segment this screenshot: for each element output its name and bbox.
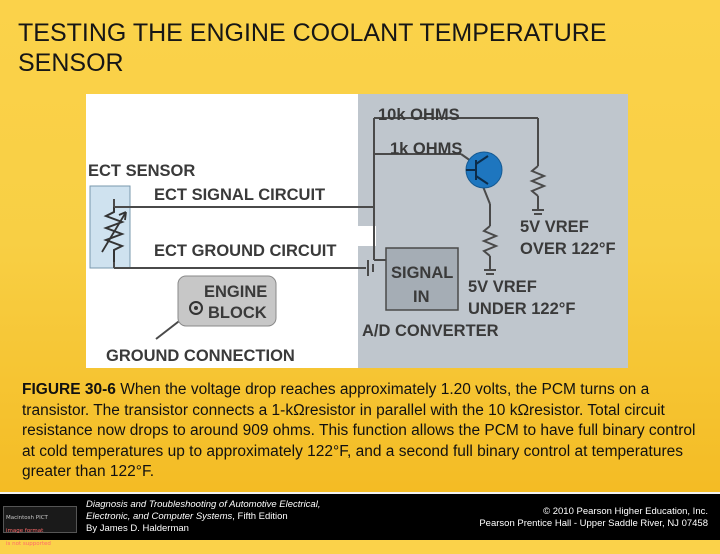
figure-caption-text: When the voltage drop reaches approximat… <box>22 381 696 480</box>
label-5v-vref-over: 5V VREF <box>520 218 589 236</box>
book-citation: Diagnosis and Troubleshooting of Automot… <box>86 499 386 535</box>
label-block: BLOCK <box>208 304 267 322</box>
label-ground-connection: GROUND CONNECTION <box>106 347 295 365</box>
book-title-line-1: Diagnosis and Troubleshooting of Automot… <box>86 499 321 510</box>
label-over-122: OVER 122°F <box>520 240 616 258</box>
figure-label: FIGURE 30-6 <box>22 381 116 398</box>
pict-badge-line-1: Macintosh PICT <box>6 514 48 521</box>
book-edition: , Fifth Edition <box>232 511 288 522</box>
book-title-line-2-wrap: Electronic, and Computer Systems, Fifth … <box>86 511 386 523</box>
label-ect-signal-circuit: ECT SIGNAL CIRCUIT <box>154 186 325 204</box>
label-signal: SIGNAL <box>391 264 453 282</box>
label-ad-converter: A/D CONVERTER <box>362 322 499 340</box>
ground-terminal-icon <box>189 301 203 315</box>
copyright-line-2: Pearson Prentice Hall - Upper Saddle Riv… <box>479 518 708 529</box>
label-under-122: UNDER 122°F <box>468 300 575 318</box>
label-10k-ohms: 10k OHMS <box>378 106 460 124</box>
footer-divider <box>0 492 720 494</box>
engine-block-box <box>177 275 277 327</box>
circuit-diagram-svg: 10k OHMS 1k OHMS ECT SENSOR ECT SIGNAL C… <box>88 94 628 368</box>
pict-badge-line-3: is not supported <box>6 540 51 547</box>
label-1k-ohms: 1k OHMS <box>390 140 462 158</box>
copyright-notice: © 2010 Pearson Higher Education, Inc. Pe… <box>378 506 708 530</box>
slide-title: TESTING THE ENGINE COOLANT TEMPERATURE S… <box>18 19 607 77</box>
thermistor-arrow <box>101 211 127 253</box>
transistor-leads <box>466 155 489 185</box>
label-ect-sensor: ECT SENSOR <box>88 162 195 180</box>
pict-badge-line-2: image format <box>6 527 44 534</box>
wiring <box>113 117 547 340</box>
pict-placeholder-logo: Macintosh PICT image format is not suppo… <box>3 506 77 547</box>
signal-in-box <box>385 247 459 311</box>
book-author: By James D. Halderman <box>86 523 189 534</box>
figure-caption: FIGURE 30-6 When the voltage drop reache… <box>22 380 704 483</box>
label-in: IN <box>413 288 430 306</box>
book-title-line-2: Electronic, and Computer Systems <box>86 511 233 522</box>
footer-bar: Macintosh PICT image format is not suppo… <box>0 492 720 547</box>
circuit-diagram: 10k OHMS 1k OHMS ECT SENSOR ECT SIGNAL C… <box>86 94 628 368</box>
copyright-line-1: © 2010 Pearson Higher Education, Inc. <box>543 506 708 517</box>
label-5v-vref-under: 5V VREF <box>468 278 537 296</box>
ground-terminal-dot <box>194 306 198 310</box>
label-ect-ground-circuit: ECT GROUND CIRCUIT <box>154 242 336 260</box>
label-engine: ENGINE <box>204 283 267 301</box>
